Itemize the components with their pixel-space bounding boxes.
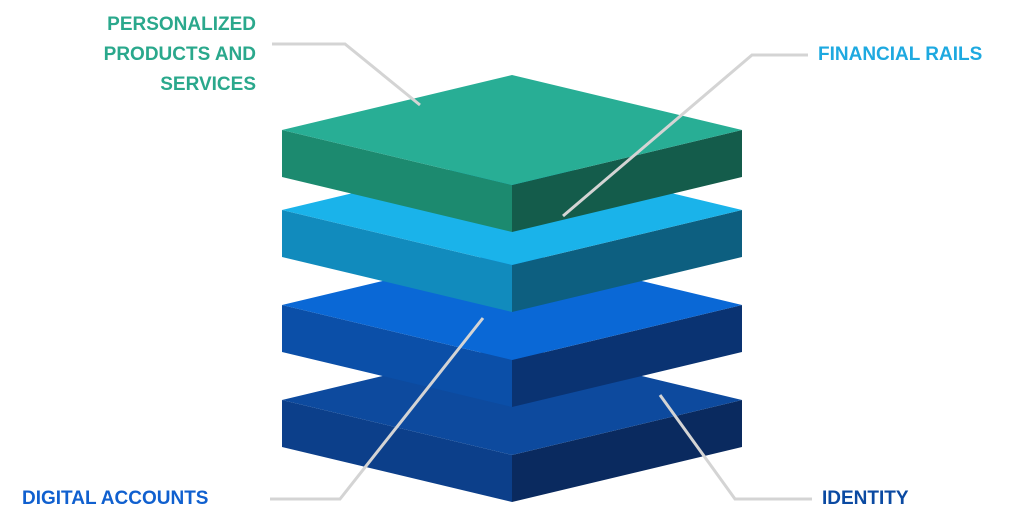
- leader-products: [272, 42, 421, 107]
- leader-lines: [270, 42, 812, 501]
- layer-products: [282, 75, 742, 232]
- layer-products-right-face: [512, 130, 742, 232]
- leader-accounts: [270, 317, 485, 501]
- label-line-3: SERVICES: [160, 74, 256, 95]
- label-personalized-products-and-services: PERSONALIZED PRODUCTS AND SERVICES: [60, 10, 256, 100]
- leader-rails: [562, 53, 808, 218]
- leader-identity: [658, 394, 812, 501]
- layer-identity-left-face: [282, 400, 512, 502]
- layer-rails-right-face: [512, 210, 742, 312]
- label-line-1: PERSONALIZED: [107, 14, 256, 35]
- layer-accounts-right-face: [512, 305, 742, 407]
- label-line-2: PRODUCTS AND: [103, 44, 256, 65]
- label-identity: IDENTITY: [822, 488, 909, 509]
- label-digital-accounts: DIGITAL ACCOUNTS: [22, 488, 209, 509]
- layer-stack: [282, 75, 742, 502]
- layer-products-left-face: [282, 130, 512, 232]
- layer-identity-right-face: [512, 400, 742, 502]
- layer-accounts-left-face: [282, 305, 512, 407]
- label-financial-rails: FINANCIAL RAILS: [818, 44, 983, 65]
- layer-products-top-face: [282, 75, 742, 185]
- layer-rails-left-face: [282, 210, 512, 312]
